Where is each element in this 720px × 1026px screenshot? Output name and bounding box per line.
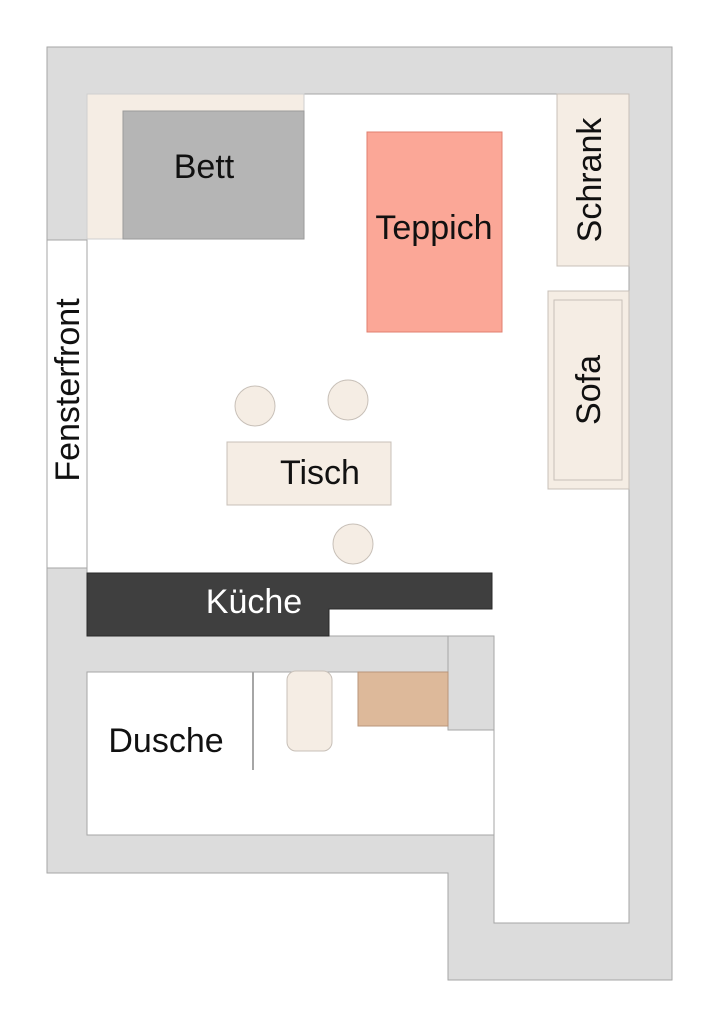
bed-label: Bett: [174, 148, 235, 186]
washbasin-counter: [357, 671, 449, 727]
table: [226, 441, 392, 506]
toilet: [286, 670, 333, 752]
table-label: Tisch: [280, 454, 360, 492]
sofa-label: Sofa: [570, 355, 608, 425]
bed: [122, 110, 305, 240]
rug-label: Teppich: [375, 209, 492, 247]
wardrobe: [556, 93, 630, 267]
kitchen-wall-block: [447, 635, 495, 731]
chair: [327, 379, 369, 421]
window-front: [46, 239, 88, 569]
chair: [234, 385, 276, 427]
kitchen-label: Küche: [206, 583, 302, 621]
window-front-label: Fensterfront: [49, 298, 87, 482]
shower-label: Dusche: [108, 722, 223, 760]
rug: [366, 131, 503, 333]
sofa-seat: [553, 299, 623, 481]
wardrobe-label: Schrank: [571, 117, 609, 243]
chair: [332, 523, 374, 565]
kitchen-counter: [86, 572, 493, 637]
